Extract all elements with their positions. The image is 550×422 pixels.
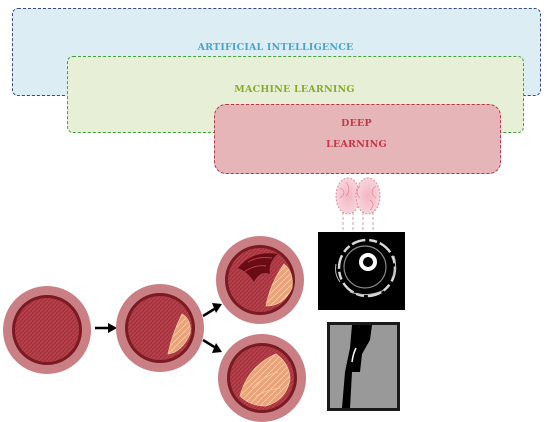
dl-box (214, 104, 501, 174)
brain-icon (335, 177, 381, 215)
dl-label-line1: DEEP (341, 118, 372, 129)
dl-label-line2: LEARNING (326, 139, 387, 150)
arrow-icon (95, 323, 117, 333)
vessel-ruptured-plaque (216, 236, 304, 324)
arrow-icon (202, 303, 222, 318)
ml-label: MACHINE LEARNING (234, 84, 355, 95)
angiogram-image (327, 322, 400, 411)
vessel-large-plaque (218, 334, 306, 422)
vessel-early-plaque (116, 284, 204, 372)
arrow-icon (202, 338, 222, 353)
ai-label: ARTIFICIAL INTELLIGENCE (197, 42, 354, 53)
ivus-image (318, 232, 405, 310)
vessel-healthy (3, 286, 91, 374)
brain-connectors (342, 212, 374, 232)
